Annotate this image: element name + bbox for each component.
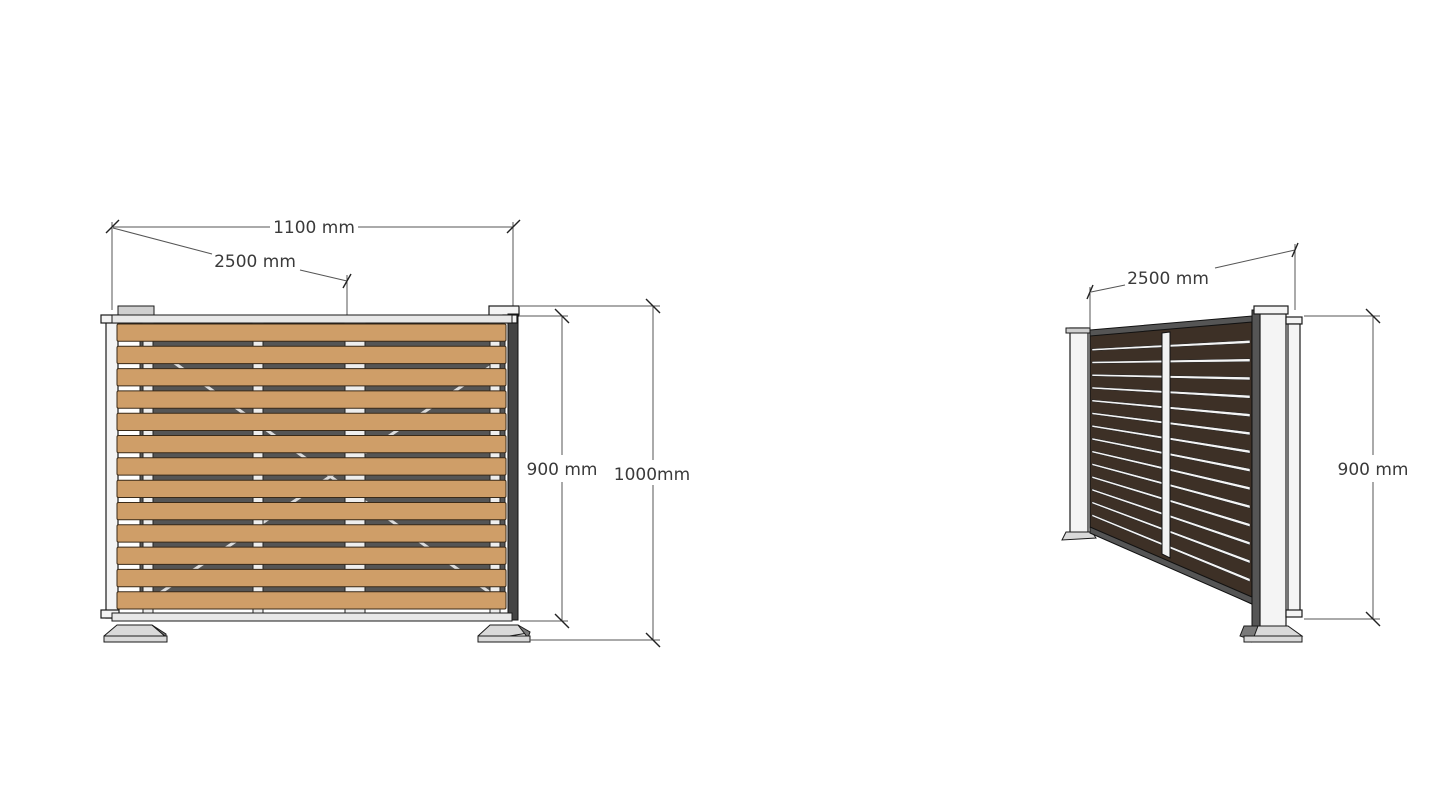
wood-slat — [116, 479, 507, 499]
right-base — [477, 624, 531, 643]
wood-slat — [116, 390, 507, 409]
side-slat-gap — [1091, 373, 1251, 381]
label-2500-front: 2500 mm — [214, 252, 296, 272]
label-1000-front: 1000mm — [614, 465, 690, 485]
label-2500-side: 2500 mm — [1127, 269, 1209, 289]
dimension-height-inner-front: 900 mm — [520, 308, 598, 629]
side-slat-gap — [1091, 386, 1251, 399]
side-slat-gap — [1091, 450, 1251, 491]
dimension-height-side: 900 mm — [1304, 308, 1409, 627]
wood-slat — [116, 502, 507, 521]
wood-slat — [116, 323, 507, 342]
wood-slat — [116, 412, 507, 432]
front-fence-view: 1100 mm 2500 mm — [100, 218, 690, 648]
wood-slat — [116, 368, 507, 387]
dimension-height-total-front: 1000mm — [520, 298, 690, 648]
top-frame — [111, 314, 513, 324]
label-900-side: 900 mm — [1338, 460, 1409, 480]
front-slats — [116, 323, 507, 610]
left-base — [103, 624, 168, 643]
side-slats — [1091, 340, 1251, 583]
side-panel — [1089, 315, 1253, 605]
dimension-width-front: 1100 mm — [105, 218, 521, 310]
wood-slat — [116, 568, 507, 588]
back-post — [1061, 327, 1097, 541]
wood-slat — [116, 457, 507, 476]
side-slat-gap — [1091, 399, 1251, 417]
dimension-depth-front: 2500 mm — [112, 227, 352, 315]
wood-slat — [116, 546, 507, 565]
side-fence-view: 2500 mm — [1061, 242, 1409, 643]
side-slat-gap — [1091, 424, 1251, 454]
side-slat-gap — [1091, 475, 1251, 528]
side-slat-gap — [1091, 412, 1251, 436]
side-slat-gap — [1091, 488, 1251, 546]
side-slat-gap — [1091, 340, 1251, 351]
front-post — [1239, 305, 1304, 643]
side-slat-gap — [1091, 501, 1251, 564]
wood-slat — [116, 524, 507, 543]
side-slat-gap — [1091, 513, 1251, 583]
wood-slat — [116, 435, 507, 454]
dimension-depth-side: 2500 mm — [1086, 242, 1299, 328]
label-1100: 1100 mm — [273, 218, 355, 238]
wood-slat — [116, 591, 507, 610]
wood-slat — [116, 345, 507, 365]
side-slat-gap — [1091, 358, 1251, 364]
side-slat-gap — [1091, 462, 1251, 509]
side-slat-gap — [1091, 437, 1251, 473]
bottom-frame — [111, 612, 513, 622]
label-900-front: 900 mm — [527, 460, 598, 480]
